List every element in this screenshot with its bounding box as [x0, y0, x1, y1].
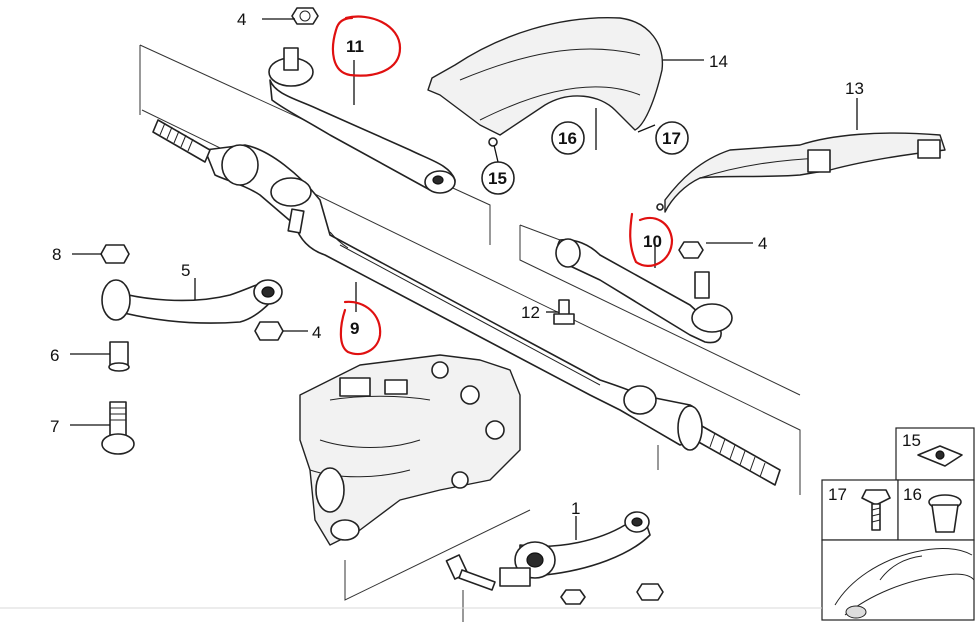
label-1: 1 — [571, 499, 580, 518]
bushing-6 — [108, 341, 130, 372]
label-15: 15 — [488, 169, 507, 188]
label-4-right: 4 — [758, 234, 767, 253]
bolt-7 — [101, 401, 135, 455]
label-13: 13 — [845, 79, 864, 98]
tie-rod-end-right — [555, 238, 733, 344]
label-7: 7 — [50, 417, 59, 436]
label-6: 6 — [50, 346, 59, 365]
label-10: 10 — [643, 232, 662, 251]
frame-tie-rod-left — [139, 44, 491, 245]
expansion-nut-icon — [928, 494, 962, 533]
nut-pitman-1 — [560, 589, 586, 605]
highlight-circle-10 — [629, 212, 674, 267]
label-5: 5 — [181, 261, 190, 280]
nut-8 — [100, 244, 130, 264]
part-labels: 4 11 14 13 16 17 15 10 4 12 8 5 4 9 6 7 … — [50, 10, 864, 518]
label-12: 12 — [521, 303, 540, 322]
label-14: 14 — [709, 52, 728, 71]
legend-label-17: 17 — [828, 485, 847, 504]
nut-4-left — [254, 321, 284, 341]
nut-4-top — [291, 7, 319, 25]
group-frames — [139, 44, 801, 601]
callout-circle-16 — [551, 121, 585, 155]
nut-4-right — [678, 241, 704, 259]
bolt-pitman — [445, 554, 496, 591]
drag-link-9 — [204, 144, 703, 446]
bracket-13 — [656, 132, 946, 213]
highlight-circle-11 — [331, 15, 402, 77]
threaded-end-right — [677, 405, 781, 486]
nut-pitman-2 — [636, 583, 664, 601]
frame-pitman-arm — [344, 509, 531, 601]
leader-lines — [70, 18, 858, 540]
screw-icon — [861, 489, 891, 531]
highlight-annotations — [331, 15, 674, 356]
steering-gearbox — [299, 354, 521, 546]
legend-label-15: 15 — [902, 431, 921, 450]
fastener-legend: 15 17 16 — [821, 427, 975, 621]
tie-rod-end-left — [268, 47, 456, 194]
idler-arm-5 — [101, 279, 283, 324]
callout-circle-17 — [655, 121, 689, 155]
heat-shield-14 — [427, 17, 664, 147]
label-4-top: 4 — [237, 10, 246, 29]
label-9: 9 — [350, 319, 359, 338]
frame-tie-rod-right-top — [519, 224, 561, 241]
vehicle-silhouette-icon — [834, 547, 975, 619]
label-16: 16 — [558, 129, 577, 148]
label-4-left: 4 — [312, 323, 321, 342]
frame-tie-rod-right — [519, 225, 801, 396]
clip-nut-icon — [917, 445, 963, 467]
legend-cell-vehicle — [821, 539, 975, 621]
pitman-arm-1 — [499, 511, 651, 587]
label-11: 11 — [346, 37, 364, 56]
label-8: 8 — [52, 245, 61, 264]
frame-centre-link — [141, 109, 801, 495]
label-17: 17 — [662, 129, 681, 148]
bolt-12 — [553, 299, 575, 325]
threaded-end-left — [152, 119, 211, 163]
legend-label-16: 16 — [903, 485, 922, 504]
highlight-circle-9 — [339, 300, 382, 356]
